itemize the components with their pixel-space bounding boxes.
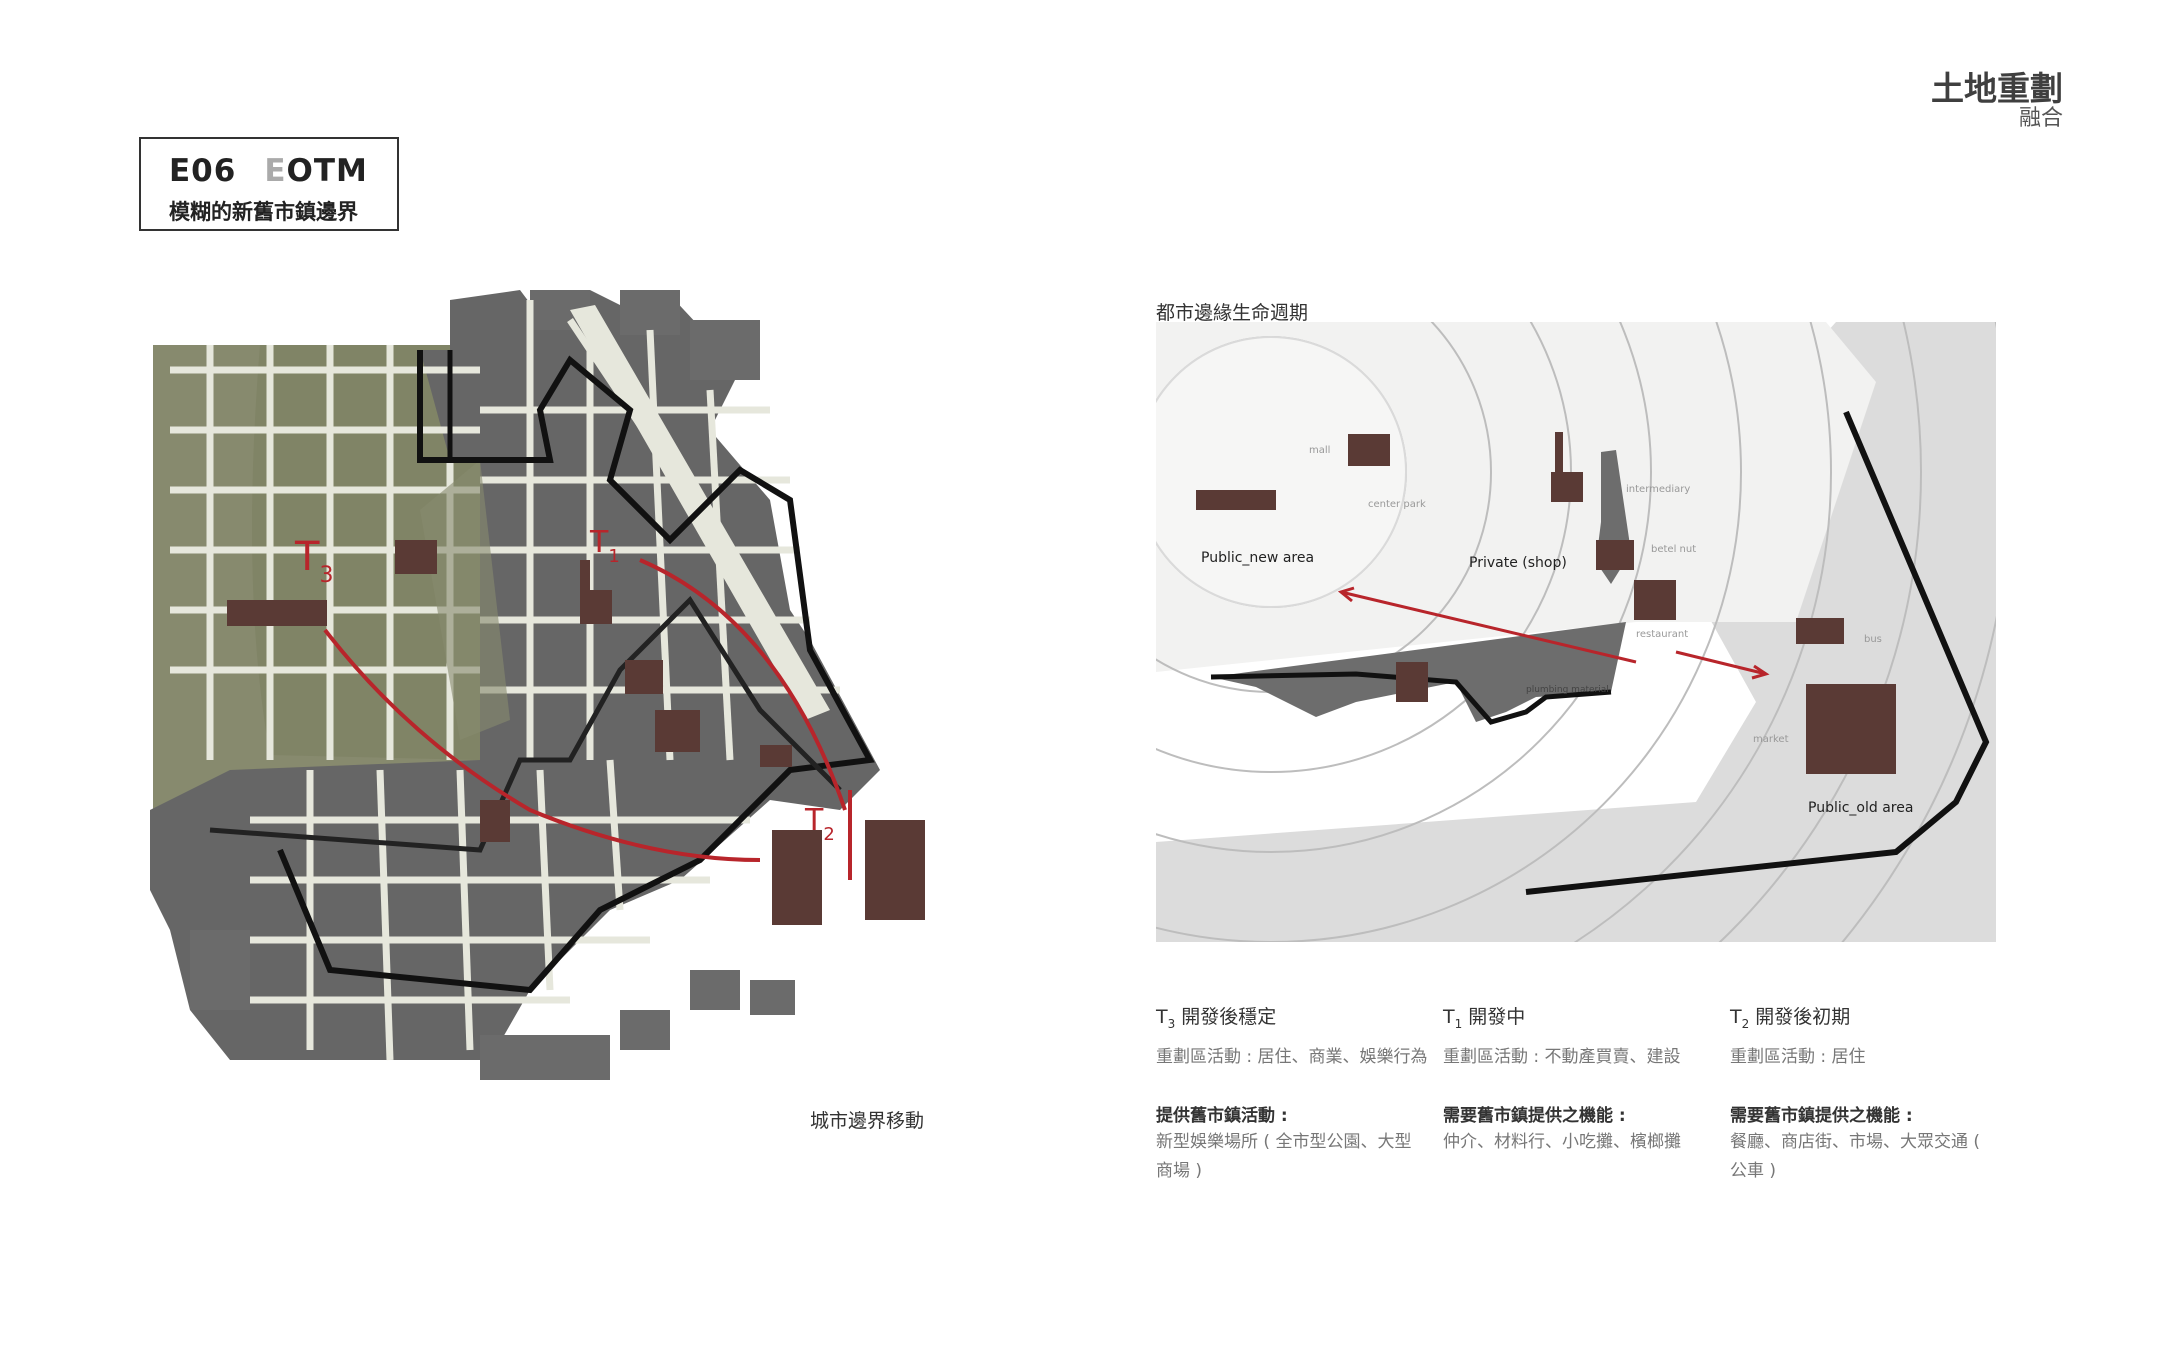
- t1-label: T1: [589, 525, 620, 567]
- project-subtitle: 模糊的新舊市鎮邊界: [169, 200, 358, 224]
- photo-thumbnail: [760, 745, 792, 767]
- phase-t1-activity: 重劃區活動 : 不動產買賣、建設: [1443, 1047, 1681, 1067]
- phase-t3-activity: 重劃區活動 : 居住、商業、娛樂行為: [1156, 1047, 1428, 1067]
- phase-t3-heading: T3 開發後穩定: [1156, 1006, 1277, 1031]
- gray-block: [690, 970, 740, 1010]
- photo-thumbnail: [580, 560, 590, 590]
- photo-thumbnail: [1348, 434, 1390, 466]
- photo-thumbnail: [1634, 580, 1676, 620]
- transition-zone: [420, 460, 510, 740]
- phase-t1-need-title: 需要舊市鎮提供之機能 :: [1443, 1106, 1626, 1126]
- photo-thumbnail: [1796, 618, 1844, 644]
- diagram-photos: [1196, 432, 1896, 774]
- label-public-old: Public_old area: [1808, 800, 1913, 816]
- t3-label: T3: [294, 534, 333, 588]
- t2-label: T2: [804, 803, 835, 845]
- boundary-line-private: [1210, 671, 1612, 725]
- t1-arrow: [639, 558, 847, 811]
- boundary-map: T3 T1 T2: [150, 290, 925, 1080]
- phase-t2-activity: 重劃區活動 : 居住: [1730, 1047, 1866, 1067]
- phase-t3-need-value: 新型娛樂場所 ( 全市型公園、大型商場 ): [1156, 1132, 1412, 1181]
- photo-thumbnail: [227, 600, 327, 626]
- section-subtitle: 融合: [2018, 106, 2063, 131]
- label-betel-nut: betel nut: [1651, 544, 1696, 555]
- phase-t2-need-value: 餐廳、商店街、市場、大眾交通 ( 公車 ): [1730, 1132, 1981, 1181]
- road-grid: [170, 300, 840, 1061]
- arrow-to-old-head: [1751, 664, 1770, 680]
- project-code-box: E06 EOTM 模糊的新舊市鎮邊界: [139, 137, 399, 231]
- project-code: E06: [169, 153, 237, 189]
- gray-block: [750, 980, 795, 1015]
- photo-thumbnail: [865, 820, 925, 920]
- life-cycle-diagram: Public_new area Private (shop) Public_ol…: [1156, 322, 1996, 942]
- photo-thumbnail: [625, 660, 663, 694]
- photo-thumbnail: [1396, 662, 1428, 702]
- label-market: market: [1753, 734, 1789, 745]
- photo-thumbnail: [772, 830, 822, 925]
- photo-thumbnails: [227, 540, 925, 925]
- label-private: Private (shop): [1469, 555, 1567, 571]
- label-restaurant: restaurant: [1636, 629, 1688, 640]
- gray-block: [690, 320, 760, 380]
- photo-thumbnail: [480, 800, 510, 842]
- boundary-line-old-edge: [1525, 410, 1990, 895]
- map-caption: 城市邊界移動: [810, 1110, 925, 1132]
- photo-thumbnail: [580, 590, 612, 624]
- phase-t1-heading: T1 開發中: [1443, 1006, 1526, 1031]
- gray-block: [620, 1010, 670, 1050]
- arrow-to-old: [1675, 650, 1767, 676]
- project-tag-first: E: [264, 153, 287, 189]
- new-area-circle: [1156, 336, 1407, 608]
- label-center-park: center park: [1368, 499, 1426, 510]
- phase-t2-heading: T2 開發後初期: [1730, 1006, 1851, 1031]
- section-title: 土地重劃: [1931, 69, 2063, 108]
- label-mall: mall: [1309, 445, 1330, 456]
- gray-block: [620, 290, 680, 335]
- label-intermediary: intermediary: [1626, 484, 1690, 495]
- photo-thumbnail: [1596, 540, 1634, 570]
- arrow-to-new: [1340, 590, 1637, 664]
- phase-t3-need-title: 提供舊市鎮活動 :: [1156, 1106, 1288, 1126]
- photo-thumbnail: [1551, 472, 1583, 502]
- photo-thumbnail: [1555, 432, 1563, 472]
- project-code-line: E06 EOTM: [169, 153, 368, 189]
- label-plumbing-material: plumbing material: [1526, 685, 1609, 695]
- gray-block: [190, 930, 250, 1010]
- arrow-to-new-head: [1337, 586, 1355, 603]
- boundary-line-old: [277, 350, 875, 994]
- photo-thumbnail: [655, 710, 700, 752]
- t3-arrow: [323, 628, 761, 862]
- photo-thumbnail: [1806, 684, 1896, 774]
- gray-block: [480, 1035, 610, 1080]
- photo-thumbnail: [395, 540, 437, 574]
- phase-t2-need-title: 需要舊市鎮提供之機能 :: [1730, 1106, 1913, 1126]
- photo-thumbnail: [1196, 490, 1276, 510]
- label-bus: bus: [1864, 634, 1882, 645]
- label-public-new: Public_new area: [1201, 550, 1314, 566]
- project-tag-rest: OTM: [286, 153, 368, 189]
- phase-t1-need-value: 仲介、材料行、小吃攤、檳榔攤: [1443, 1132, 1681, 1152]
- diagram-title: 都市邊緣生命週期: [1156, 302, 1309, 324]
